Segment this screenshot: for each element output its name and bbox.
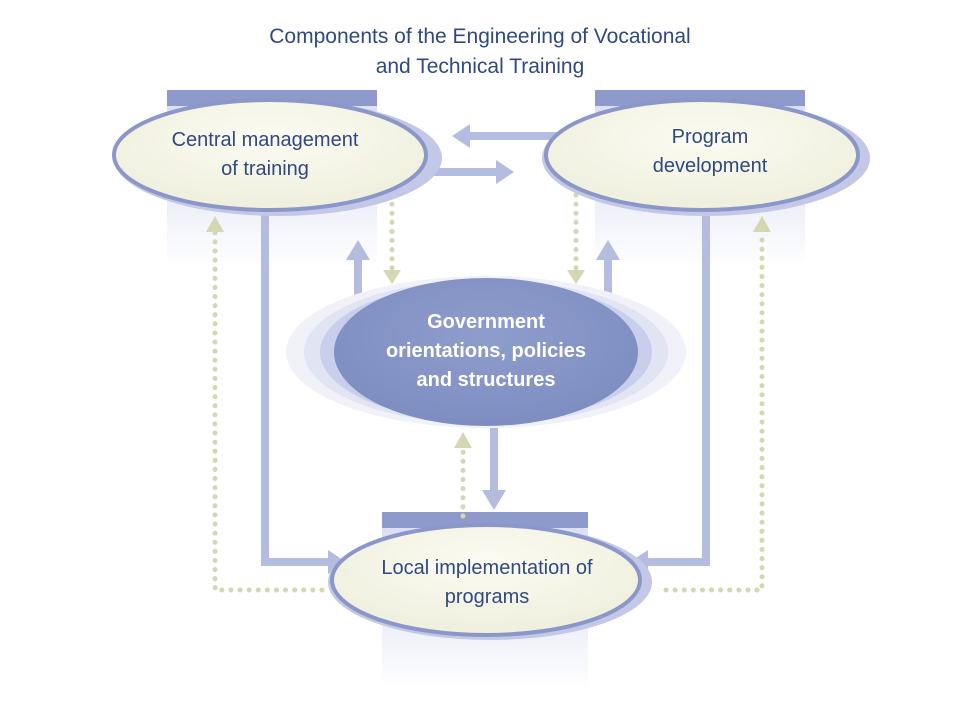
dotted-arrowhead-up-left: [206, 216, 224, 232]
solid-arrows: [261, 132, 710, 566]
solid-arrowhead-left-top: [452, 124, 470, 148]
central-management-label: Central management of training: [150, 126, 380, 184]
government-label-line-1: Government: [427, 311, 545, 333]
dotted-arrowheads: [206, 216, 771, 448]
central-management-label-line-2: of training: [221, 158, 309, 180]
central-management-label-line-1: Central management: [171, 129, 359, 151]
program-development-label: Program development: [595, 123, 825, 181]
program-development-label-line-1: Program: [671, 126, 749, 148]
local-implementation-label-line-1: Local implementation of: [381, 557, 593, 579]
local-implementation-node: [328, 523, 652, 640]
local-implementation-label: Local implementation of programs: [352, 554, 622, 612]
dotted-arrowhead-up-center: [454, 432, 472, 448]
dotted-arrow-local-to-central: [212, 229, 325, 593]
solid-arrowhead-right-top: [496, 160, 514, 184]
diagram-title-line-1: Components of the Engineering of Vocatio…: [269, 25, 691, 48]
program-development-label-line-2: development: [652, 155, 768, 177]
solid-arrow-program-to-local: [646, 210, 710, 566]
program-development-node: [542, 98, 870, 216]
local-implementation-label-line-2: programs: [444, 586, 530, 608]
solid-arrow-central-to-local: [261, 210, 330, 566]
government-label: Government orientations, policies and st…: [356, 308, 616, 395]
government-label-line-3: and structures: [416, 369, 556, 391]
dotted-arrow-local-to-program: [663, 229, 765, 593]
solid-arrowhead-up-right: [596, 240, 620, 260]
dotted-arrowhead-down-left: [383, 270, 401, 284]
diagram-title: Components of the Engineering of Vocatio…: [180, 22, 780, 82]
government-label-line-2: orientations, policies: [385, 340, 587, 362]
central-management-node: [112, 98, 442, 216]
solid-arrowhead-down-center: [482, 490, 506, 510]
government-node: [334, 278, 638, 426]
dotted-arrowhead-down-right: [567, 270, 585, 284]
solid-arrowhead-into-local-left: [328, 550, 346, 574]
dotted-arrowhead-up-right: [753, 216, 771, 232]
solid-arrowhead-up-left: [346, 240, 370, 260]
dotted-arrows: [212, 192, 765, 593]
diagram-title-line-2: and Technical Training: [375, 55, 585, 78]
